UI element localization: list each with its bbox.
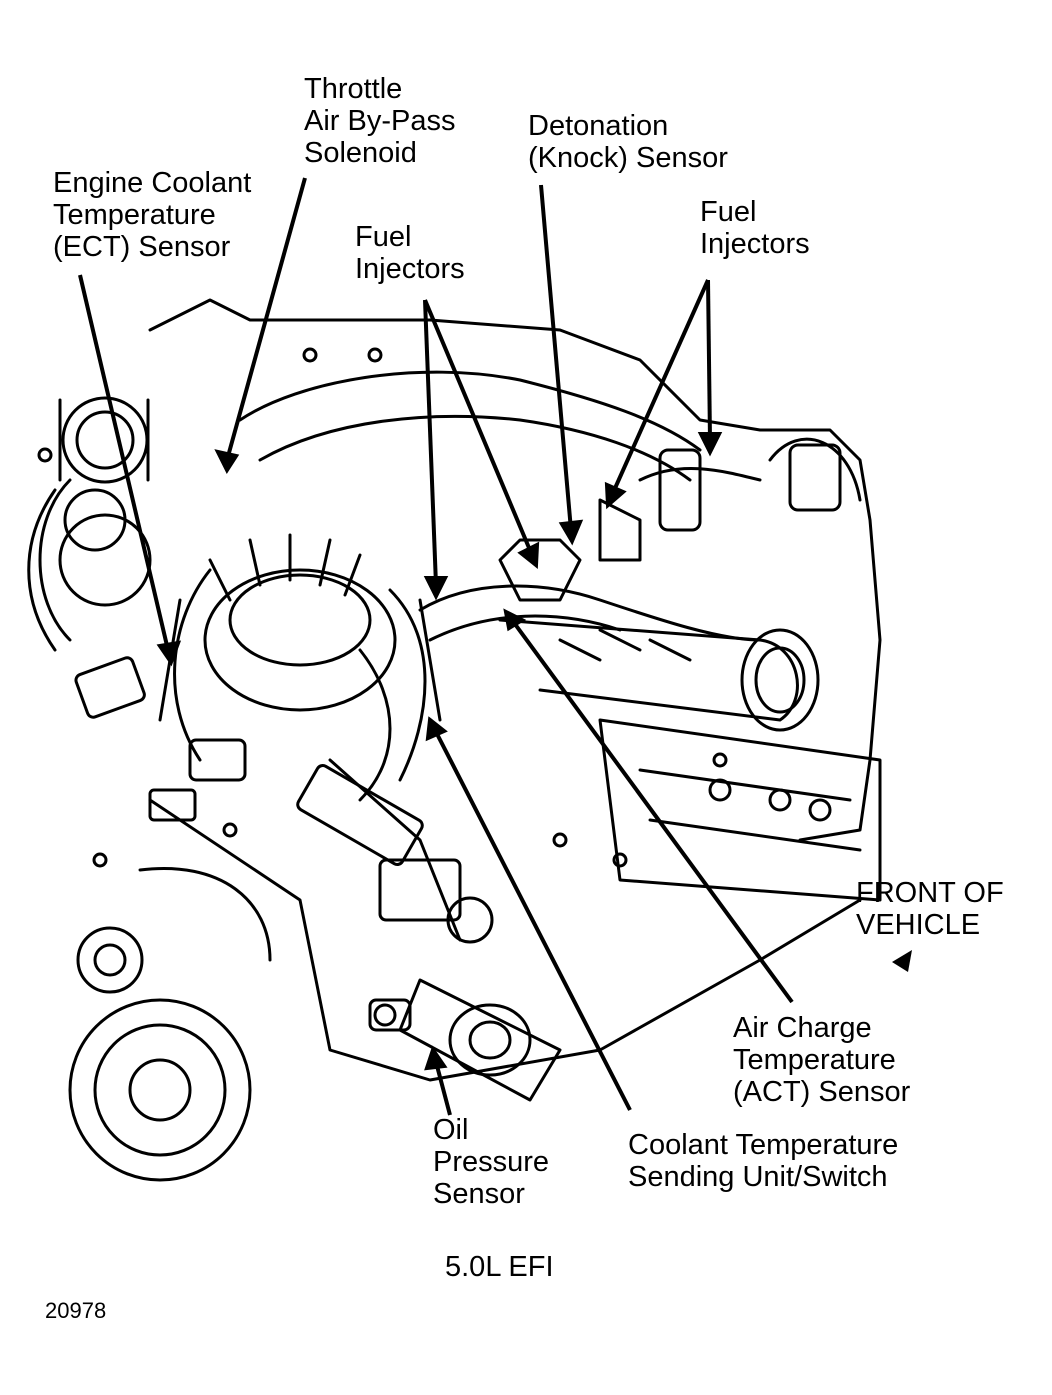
plenum-body: [238, 370, 702, 452]
leader-throttle: [225, 177, 307, 461]
water-pump-pulley: [76, 926, 144, 994]
leader-oil-pressure: [434, 1061, 452, 1116]
label-detonation-knock-sensor: Detonation (Knock) Sensor: [528, 110, 728, 174]
figure-id: 20978: [45, 1298, 107, 1323]
plug-wire: [173, 568, 212, 762]
air-inlet-tube: [498, 618, 799, 722]
leader-coolant-sender: [433, 729, 632, 1111]
figure-caption: 5.0L EFI: [445, 1251, 554, 1283]
label-fuel-injectors-right: Fuel Injectors: [700, 196, 810, 260]
label-throttle-air-bypass-solenoid: Throttle Air By-Pass Solenoid: [304, 73, 456, 169]
distributor-cap: [203, 568, 397, 712]
leader-fuel-center-a: [423, 299, 438, 586]
label-oil-pressure-sensor: Oil Pressure Sensor: [433, 1114, 550, 1210]
leader-fuel-center-b: [423, 299, 534, 556]
label-fuel-injectors-center: Fuel Injectors: [355, 221, 465, 285]
leader-act: [510, 618, 794, 1004]
front-direction-arrow: [892, 950, 912, 972]
label-front-of-vehicle: FRONT OF VEHICLE: [856, 877, 1004, 941]
upper-intake-outline: [148, 298, 882, 842]
label-ect-sensor: Engine Coolant Temperature (ECT) Sensor: [53, 167, 252, 263]
left-hose: [38, 478, 72, 642]
label-coolant-temperature-sending-unit: Coolant Temperature Sending Unit/Switch: [628, 1129, 899, 1193]
label-act-sensor: Air Charge Temperature (ACT) Sensor: [733, 1012, 911, 1108]
right-manifold: [598, 718, 882, 902]
accessory-pulley: [448, 1003, 532, 1077]
leader-fuel-right-b: [706, 279, 712, 441]
leader-detonation: [539, 184, 573, 531]
right-connector: [788, 443, 842, 512]
wire-harness: [418, 584, 762, 642]
leader-ect: [78, 274, 170, 651]
left-connector: [74, 656, 146, 719]
leader-fuel-right-a: [610, 279, 710, 496]
crank-pulley: [68, 998, 252, 1182]
oil-pressure-sender: [368, 998, 412, 1032]
